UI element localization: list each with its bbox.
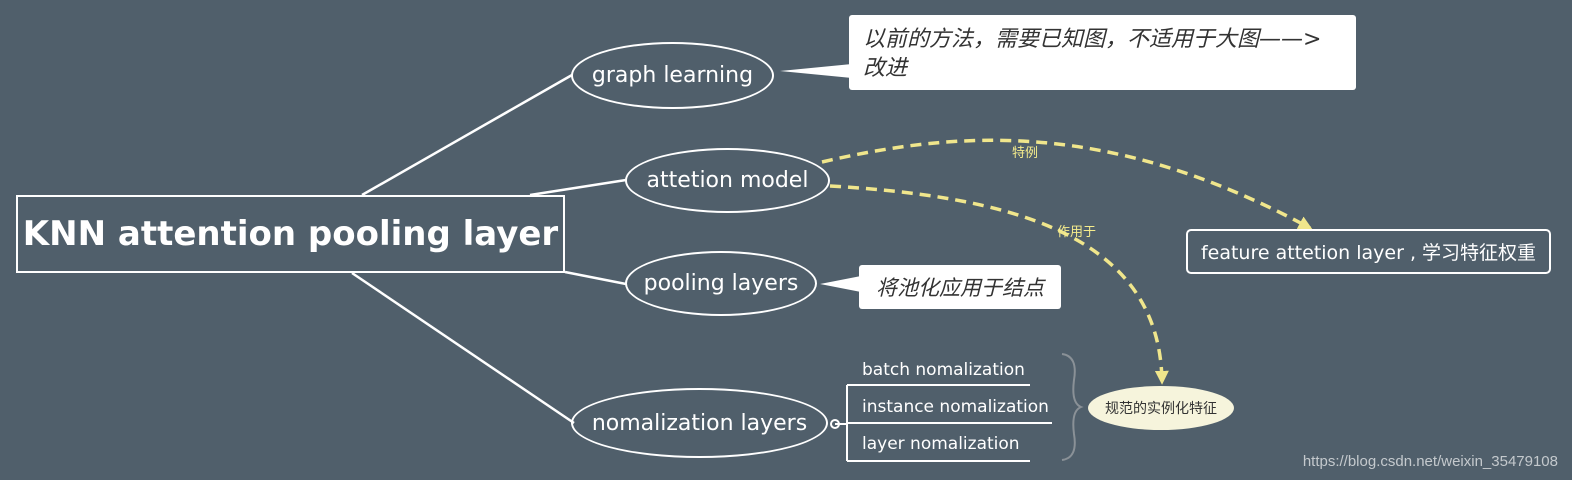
connector-normalization-layers bbox=[351, 271, 575, 425]
summary-brace bbox=[1061, 353, 1084, 461]
connector-graph-learning bbox=[361, 73, 573, 197]
relation-arrow-special-case bbox=[821, 138, 1313, 230]
branch-graph-learning[interactable]: graph learning bbox=[571, 42, 774, 109]
note-pooling-layers[interactable]: 将池化应用于结点 bbox=[859, 265, 1061, 309]
relation-label-applied-to: 作用于 bbox=[1057, 225, 1097, 240]
note-pointer-graph bbox=[780, 64, 852, 78]
feature-attention-node[interactable]: feature attetion layer , 学习特征权重 bbox=[1186, 229, 1551, 274]
children-connector bbox=[835, 385, 848, 461]
summary-node[interactable]: 规范的实例化特征 bbox=[1088, 386, 1234, 430]
note-graph-learning[interactable]: 以前的方法，需要已知图，不适用于大图——>改进 bbox=[849, 15, 1356, 90]
branch-attention-model[interactable]: attetion model bbox=[625, 148, 830, 213]
relation-label-special-case: 特例 bbox=[1012, 146, 1039, 161]
relation-arrow-applied-to bbox=[829, 184, 1169, 385]
connector-attention-model bbox=[529, 178, 627, 197]
root-topic[interactable]: KNN attention pooling layer bbox=[16, 195, 565, 273]
connector-pooling-layers bbox=[564, 270, 627, 286]
child-layer-normalization[interactable]: layer nomalization bbox=[862, 434, 1020, 454]
branch-normalization-layers[interactable]: nomalization layers bbox=[571, 388, 828, 458]
child-batch-normalization[interactable]: batch nomalization bbox=[862, 360, 1025, 380]
note-pointer-pooling bbox=[820, 276, 861, 292]
child-instance-normalization[interactable]: instance nomalization bbox=[862, 397, 1049, 417]
branch-pooling-layers[interactable]: pooling layers bbox=[625, 251, 817, 316]
watermark: https://blog.csdn.net/weixin_35479108 bbox=[1302, 453, 1558, 470]
